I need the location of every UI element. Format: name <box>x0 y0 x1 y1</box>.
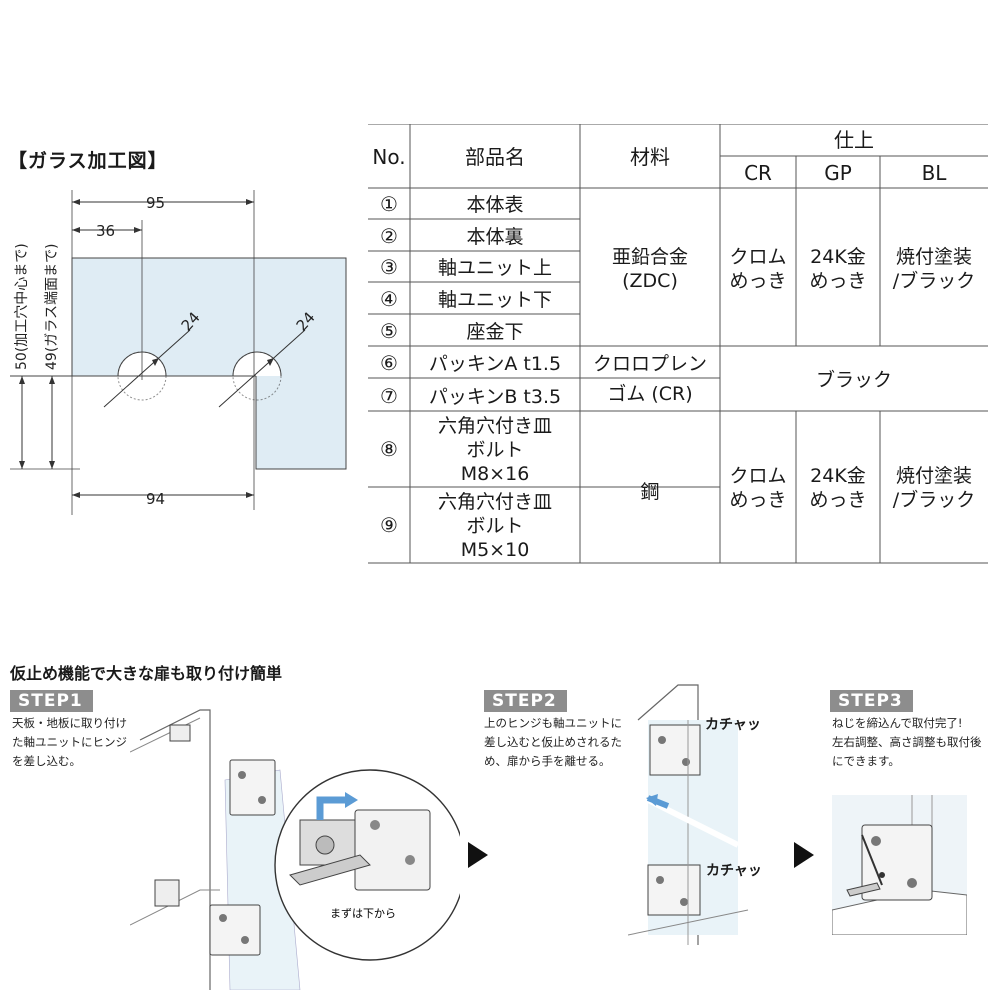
row-part-name: ボルト <box>466 515 523 537</box>
finish-gp: めっき <box>809 489 866 511</box>
step3-badge: STEP3 <box>830 690 913 712</box>
step3-text: ねじを締込んで取付完了! 左右調整、高さ調整も取付後 にできます。 <box>832 716 982 768</box>
row-part-name: 本体表 <box>466 194 523 216</box>
glass-processing-drawing: 95 36 94 24 24 50(加工穴中心まで) 49(ガラス端面まで) <box>10 190 347 515</box>
finish-gp: 24K金 <box>810 246 866 268</box>
step1-badge: STEP1 <box>10 690 93 712</box>
row-part-name: 軸ユニット上 <box>438 257 552 279</box>
glass-drawing-title: 【ガラス加工図】 <box>8 150 168 172</box>
finish-bl: /ブラック <box>893 488 975 511</box>
step1-text: 天板・地板に取り付け た軸ユニットにヒンジ を差し込む。 <box>12 716 127 768</box>
click-sound-top: カチャッ <box>705 717 761 733</box>
header-gp: GP <box>824 161 852 185</box>
dim-94: 94 <box>146 490 165 508</box>
glass-panel <box>71 257 347 470</box>
dim-49-label: 49(ガラス端面まで) <box>44 244 60 370</box>
dim-95: 95 <box>146 194 165 212</box>
finish-bl: 焼付塗装 <box>896 245 972 268</box>
material-rubber: クロロプレン <box>593 353 707 375</box>
feature-title: 仮止め機能で大きな扉も取り付け簡単 <box>10 664 283 683</box>
parts-table: No. 部品名 材料 仕上 CR GP BL ① 本体表 ② 本体裏 ③ 軸ユニ… <box>368 124 988 564</box>
finish-cr: めっき <box>729 489 786 511</box>
dim-50-label: 50(加工穴中心まで) <box>14 243 30 370</box>
click-sound-bottom: カチャッ <box>706 863 762 879</box>
finish-gp: 24K金 <box>810 465 866 487</box>
header-finish: 仕上 <box>834 128 874 152</box>
row-no: ⑦ <box>380 384 398 408</box>
row-part-name: 六角穴付き皿 <box>438 491 552 513</box>
dim-36: 36 <box>96 222 115 240</box>
header-cr: CR <box>744 161 772 185</box>
finish-cr: クロム <box>729 246 786 268</box>
row-part-name: M8×16 <box>461 463 530 485</box>
material-zinc: 亜鉛合金 <box>612 246 688 268</box>
step2-text: 上のヒンジも軸ユニットに 差し込むと仮止めされるた め、扉から手を離せる。 <box>484 716 622 768</box>
finish-gp: めっき <box>809 270 866 292</box>
step1-illustration: まずは下から <box>130 709 460 990</box>
row-no: ④ <box>380 287 398 311</box>
row-no: ⑨ <box>380 513 398 537</box>
row-no: ⑧ <box>380 437 398 461</box>
row-part-name: パッキンB t3.5 <box>429 386 561 408</box>
next-arrow-icon <box>468 842 488 868</box>
finish-bl: 焼付塗装 <box>896 464 972 487</box>
finish-cr: めっき <box>729 270 786 292</box>
step3-illustration <box>832 795 967 935</box>
step2-illustration <box>628 684 749 945</box>
next-arrow-icon <box>794 842 814 868</box>
material-rubber-code: ゴム (CR) <box>607 383 692 405</box>
row-part-name: 軸ユニット下 <box>438 289 552 311</box>
row-part-name: パッキンA t1.5 <box>429 353 561 375</box>
header-part-name: 部品名 <box>465 145 525 169</box>
step2-badge: STEP2 <box>484 690 567 712</box>
step1-caption: まずは下から <box>330 907 396 920</box>
row-part-name: 六角穴付き皿 <box>438 415 552 437</box>
row-part-name: M5×10 <box>461 539 530 561</box>
finish-bl: /ブラック <box>893 269 975 292</box>
finish-cr: クロム <box>729 465 786 487</box>
row-part-name: 本体裏 <box>466 226 523 248</box>
header-no: No. <box>372 145 405 169</box>
row-part-name: ボルト <box>466 439 523 461</box>
row-no: ⑥ <box>380 351 398 375</box>
material-zinc-code: (ZDC) <box>622 270 678 292</box>
finish-black: ブラック <box>816 368 892 391</box>
row-no: ③ <box>380 255 398 279</box>
material-steel: 鋼 <box>640 481 659 503</box>
header-material: 材料 <box>630 145 670 169</box>
row-part-name: 座金下 <box>466 321 523 343</box>
row-no: ② <box>380 224 398 248</box>
header-bl: BL <box>922 161 948 185</box>
row-no: ① <box>380 192 398 216</box>
row-no: ⑤ <box>380 319 398 343</box>
